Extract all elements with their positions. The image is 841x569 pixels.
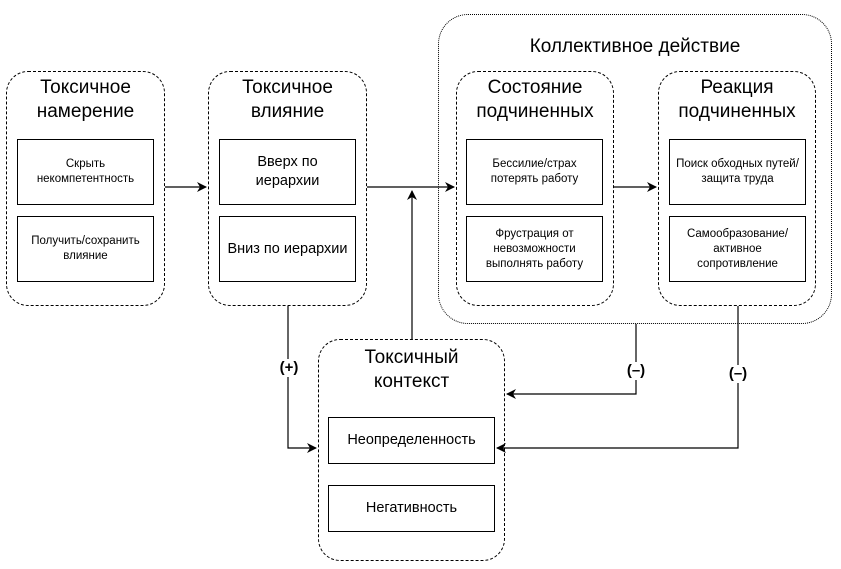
powerlessness-box: Бессилие/страх потерять работу <box>466 139 603 205</box>
edge-label-minus-collective: (–) <box>623 362 649 380</box>
toxic-context-group: Токсичный контекст <box>318 339 505 561</box>
toxic-context-title: Токсичный контекст <box>364 347 459 392</box>
toxic-intent-title: Токсичное намерение <box>36 77 135 122</box>
upward-hierarchy-box: Вверх по иерархии <box>219 139 356 205</box>
edge-label-minus-reaction: (–) <box>725 365 751 383</box>
edge-label-plus: (+) <box>276 359 302 377</box>
subordinates-reaction-group: Реакция подчиненных <box>658 71 816 306</box>
edge-collective-to-context-minus <box>506 324 637 399</box>
downward-hierarchy-box: Вниз по иерархии <box>219 216 356 282</box>
collective-action-title: Коллективное действие <box>529 36 741 57</box>
negativity-box: Негативность <box>328 485 495 532</box>
gain-influence-box: Получить/сохранить влияние <box>17 216 154 282</box>
workarounds-box: Поиск обходных путей/защита труда <box>669 139 806 205</box>
edge-reaction-to-context-minus <box>496 306 739 453</box>
uncertainty-box: Неопределенность <box>328 417 495 464</box>
hide-incompetence-box: Скрыть некомпетентность <box>17 139 154 205</box>
frustration-box: Фрустрация от невозможности выполнять ра… <box>466 216 603 282</box>
self-education-box: Самообразование/ активное сопротивление <box>669 216 806 282</box>
toxic-influence-title: Токсичное влияние <box>242 77 333 122</box>
subordinates-state-group: Состояние подчиненных <box>456 71 614 306</box>
edge-influence-to-context-plus <box>287 306 317 453</box>
toxic-influence-group: Токсичное влияние <box>208 71 367 306</box>
subordinates-reaction-title: Реакция подчиненных <box>678 77 796 122</box>
toxic-intent-group: Токсичное намерение <box>6 71 165 306</box>
subordinates-state-title: Состояние подчиненных <box>476 77 594 122</box>
